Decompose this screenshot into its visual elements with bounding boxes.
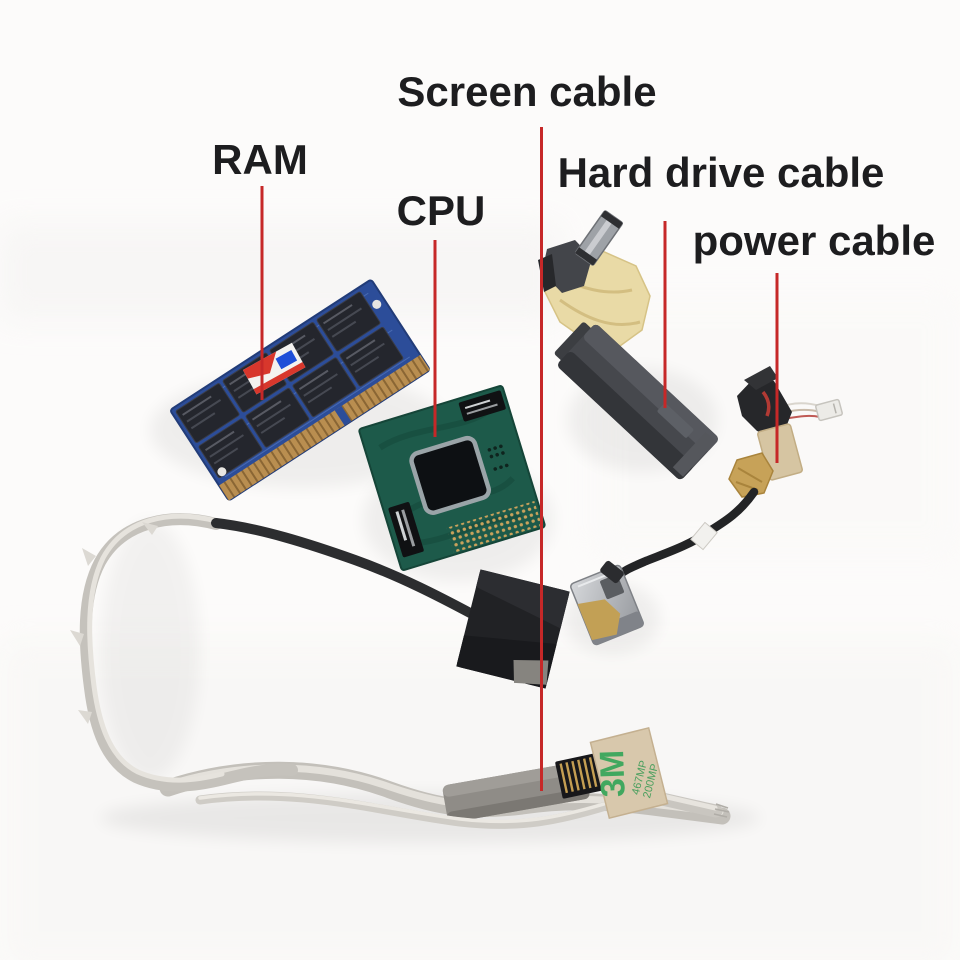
foil-loop-highlight [87,513,225,783]
lvds-gold-pins [559,757,598,794]
cpu-pin-field [446,500,542,553]
leader-lines [260,127,779,791]
label-cpu: CPU [396,187,486,234]
cpu-label-left [388,502,424,558]
hard-drive-cable [538,210,718,480]
foil-flags [70,522,158,724]
screen-cable: 3M 467MP 200MP [70,513,731,829]
tail-pin-tips [713,803,730,818]
dc-jack-strain-relief [600,560,624,584]
cpu-dot-clusters [487,444,509,471]
cpu [358,385,546,571]
cpu-label-top [458,390,506,422]
hdd-top-connector [575,210,623,266]
power-bracket-flap [744,366,778,390]
screen-cable-black-sleeve [211,518,477,619]
ram-hole-left [217,467,227,477]
power-cable [570,366,843,646]
label-ram: RAM [212,136,308,183]
screen-cable-narrow-strip [195,791,611,829]
label-hard-drive-cable: Hard drive cable [557,149,885,196]
3m-logo: 3M [593,749,633,798]
power-white-connector [815,398,843,422]
power-cable-label [690,521,718,551]
power-cable-wire [610,487,759,584]
power-red-wire [761,390,771,417]
dc-jack [570,564,644,646]
hdd-sata-connector [554,322,718,480]
ram-sticker [242,342,306,395]
3m-sticker: 3M 467MP 200MP [589,726,669,820]
ram-hole-right [372,299,382,309]
label-power-cable: power cable [692,217,936,264]
ram-edge-notch [334,406,352,426]
label-screen-cable: Screen cable [397,68,657,115]
screen-cable-dark-wrap [442,761,590,823]
mid-connector-grey-tab [513,660,549,685]
narrow-strip-highlight [198,792,606,824]
ram-module [170,279,431,501]
ram-gold-edge [218,354,431,501]
dc-jack-gold-tape [577,599,621,641]
cpu-die [409,435,492,515]
